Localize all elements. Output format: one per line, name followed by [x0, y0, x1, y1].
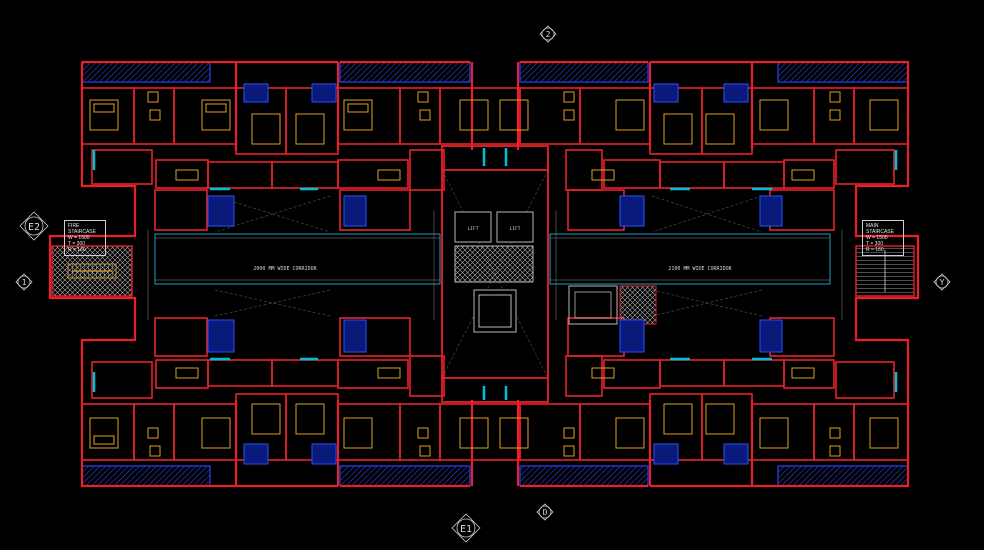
main-staircase-note: MAIN STAIRCASE W = 1500 T = 300 R = 160: [862, 220, 904, 256]
grid-marker-top: 2: [539, 25, 557, 43]
bottom-apartment-rooms: [81, 317, 909, 461]
grid-marker-left-e2: E2: [19, 211, 49, 241]
main-staircase-riser: R = 160: [866, 247, 884, 253]
grid-marker-bottom-d: D: [536, 503, 554, 521]
right-main-staircase: [855, 245, 915, 297]
grid-label-bottom-e1: E1: [460, 524, 472, 535]
lift-lobby-right: [568, 285, 657, 325]
main-staircase-title: MAIN STAIRCASE: [866, 223, 894, 235]
grid-label-left-1: 1: [22, 278, 27, 287]
corridor-right-label: 2100 MM WIDE CORRIDOR: [668, 266, 732, 272]
main-staircase-width: W = 1500: [866, 235, 888, 241]
grid-label-bottom-d: D: [543, 508, 548, 517]
fire-staircase-tread: T = 300: [68, 241, 86, 247]
left-fire-staircase: [51, 245, 133, 297]
fire-staircase-note: FIRE STAIRCASE W = 1500 T = 300 R = 160: [64, 220, 106, 256]
grid-marker-left-1: 1: [15, 273, 33, 291]
fire-staircase-width: W = 1500: [68, 235, 90, 241]
corridor-left-label: 2000 MM WIDE CORRIDOR: [253, 266, 317, 272]
grid-marker-bottom-e1: E1: [451, 513, 481, 543]
window-openings: [92, 148, 898, 400]
grid-marker-right-y: Y: [933, 273, 951, 291]
lift-label-2: LIFT: [510, 226, 521, 232]
core-side-lines: [147, 210, 843, 320]
grid-label-top: 2: [546, 30, 551, 39]
fire-staircase-title: FIRE STAIRCASE: [68, 223, 96, 235]
corridor-lines: [154, 195, 831, 317]
lift-shafts: [454, 211, 534, 333]
fire-staircase-riser: R = 160: [68, 247, 86, 253]
lift-label-1: LIFT: [468, 226, 479, 232]
main-staircase-tread: T = 300: [866, 241, 884, 247]
furniture: [89, 91, 899, 457]
building-shell: [48, 60, 920, 488]
service-ducts: [207, 83, 783, 465]
grid-label-right-y: Y: [940, 278, 945, 287]
grid-label-left-e2: E2: [28, 222, 40, 233]
